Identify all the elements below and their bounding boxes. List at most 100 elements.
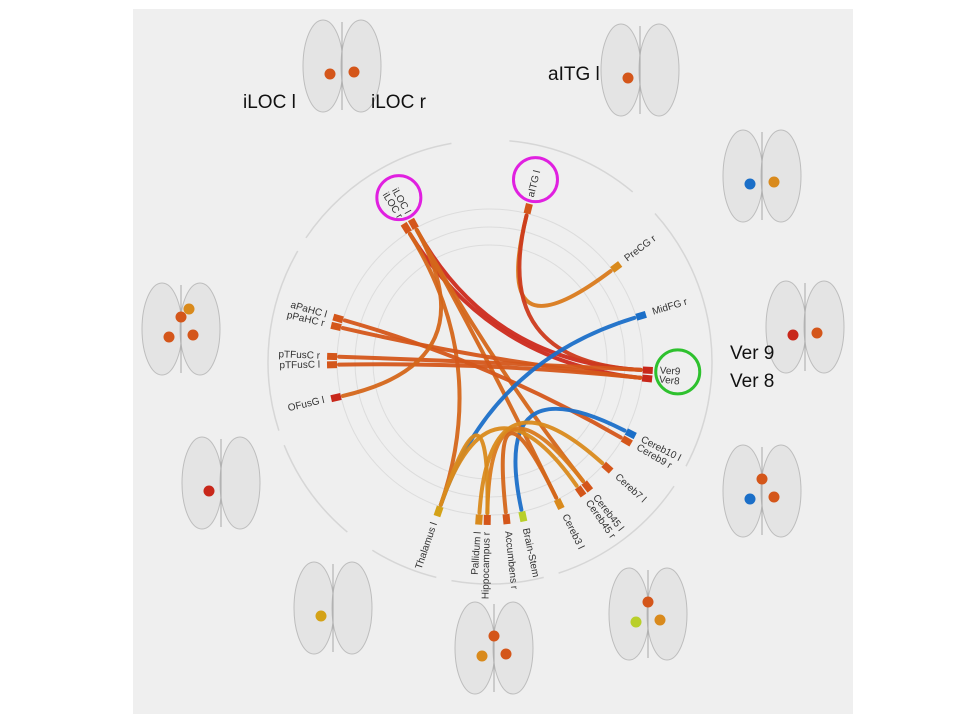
node-label-Thalamus_l: Thalamus l xyxy=(414,521,440,571)
brain-top-right-dot-1 xyxy=(622,72,634,84)
brain-bottom-dot-1 xyxy=(476,650,488,662)
node-iLOC_r xyxy=(400,221,412,235)
callout-ver9: Ver 9 xyxy=(730,343,775,364)
group-arc-4 xyxy=(558,485,675,574)
group-arc-5 xyxy=(451,576,544,585)
callout-aitg-l: aITG l xyxy=(548,64,600,85)
brain-left-1-dot-3 xyxy=(175,311,187,323)
node-Ver9 xyxy=(642,366,653,375)
node-MidFG_r xyxy=(635,310,647,321)
brain-top-dot-2 xyxy=(348,66,360,78)
link-12 xyxy=(340,227,444,398)
group-arc-6 xyxy=(371,549,437,579)
brain-bottom-right-dot-1 xyxy=(630,616,642,628)
node-Accumbens_r xyxy=(502,513,511,525)
brain-top-dot-1 xyxy=(324,68,336,80)
node-Cereb45_l xyxy=(581,480,594,493)
node-pPaHC_r xyxy=(330,321,342,331)
brain-right-3-right-hemisphere xyxy=(760,444,802,538)
brain-bottom-right-left-hemisphere xyxy=(608,567,650,661)
node-label-OFusG_l: OFusG l xyxy=(287,395,326,414)
node-label-MidFG_r: MidFG r xyxy=(651,296,689,317)
brain-left-2-left-hemisphere xyxy=(181,436,223,530)
node-aPaHC_l xyxy=(332,313,344,324)
node-label-Hippocampus_r: Hippocampus r xyxy=(481,531,493,599)
brain-right-1-left-hemisphere xyxy=(722,129,764,223)
node-label-aITG_l: aITG l xyxy=(526,169,543,198)
callout-iloc-l: iLOC l xyxy=(243,92,296,113)
brain-left-1-dot-2 xyxy=(187,329,199,341)
brain-bottom-dot-2 xyxy=(500,648,512,660)
callout-iloc-r: iLOC r xyxy=(371,92,426,113)
brain-bottom-left-right-hemisphere xyxy=(331,561,373,655)
guide-ring-3 xyxy=(336,208,644,516)
node-Cereb7_l xyxy=(601,461,614,474)
brain-left-2-dot-1 xyxy=(203,485,215,497)
node-Cereb3_l xyxy=(553,497,565,511)
brain-bottom-right-dot-3 xyxy=(642,596,654,608)
node-Brain_Stem xyxy=(518,510,528,523)
brain-right-3-left-hemisphere xyxy=(722,444,764,538)
node-label-Cereb7_l: Cereb7 l xyxy=(613,472,648,505)
node-label-Ver8: Ver8 xyxy=(658,374,680,387)
node-Thalamus_l xyxy=(433,505,444,518)
brain-bottom-right-dot-2 xyxy=(654,614,666,626)
link-10 xyxy=(337,354,643,372)
callout-ver8: Ver 8 xyxy=(730,371,775,392)
node-Cereb45_r xyxy=(574,485,587,498)
node-iLOC_l xyxy=(407,217,419,230)
node-label-Ver9: Ver9 xyxy=(659,366,681,378)
brain-right-1-dot-1 xyxy=(744,178,756,190)
node-label-PreCG_r: PreCG r xyxy=(623,233,659,264)
brain-left-1-dot-4 xyxy=(183,303,195,315)
node-label-pTFusC_l: pTFusC l xyxy=(279,360,320,372)
node-Pallidum_l xyxy=(475,514,483,525)
brain-top-right-hemisphere xyxy=(340,19,382,113)
brain-right-3-dot-3 xyxy=(756,473,768,485)
node-label-Pallidum_l: Pallidum l xyxy=(470,531,484,575)
guide-ring-2 xyxy=(354,226,626,498)
brain-top-right-left-hemisphere xyxy=(600,23,642,117)
brain-bottom-left-left-hemisphere xyxy=(293,561,335,655)
node-Cereb10_l xyxy=(624,428,637,440)
highlight-ver xyxy=(654,348,702,396)
brain-left-2-right-hemisphere xyxy=(219,436,261,530)
brain-left-1-dot-1 xyxy=(163,331,175,343)
brain-right-1-dot-2 xyxy=(768,176,780,188)
link-14 xyxy=(513,406,627,512)
node-label-Cereb3_l: Cereb3 l xyxy=(559,512,585,551)
brain-right-2-dot-1 xyxy=(787,329,799,341)
brain-bottom-left-hemisphere xyxy=(454,601,496,695)
link-19 xyxy=(438,433,490,515)
link-11 xyxy=(337,362,643,380)
group-arc-8 xyxy=(267,250,299,431)
brain-top-right-right-hemisphere xyxy=(638,23,680,117)
node-label-Brain_Stem: Brain-Stem xyxy=(520,527,541,578)
link-6 xyxy=(516,213,613,308)
brain-bottom-right-hemisphere xyxy=(492,601,534,695)
highlight-aitg xyxy=(511,156,559,204)
node-Ver8 xyxy=(641,374,653,383)
brain-left-1-right-hemisphere xyxy=(179,282,221,376)
group-arc-2 xyxy=(509,140,634,193)
link-18 xyxy=(500,431,559,515)
highlight-iloc xyxy=(375,174,423,222)
node-aITG_l xyxy=(523,202,533,215)
brain-right-1-right-hemisphere xyxy=(760,129,802,223)
node-label-Accumbens_r: Accumbens r xyxy=(502,531,519,591)
brain-bottom-dot-3 xyxy=(488,630,500,642)
group-arc-7 xyxy=(283,444,348,533)
brain-right-2-right-hemisphere xyxy=(803,280,845,374)
node-OFusG_l xyxy=(330,393,342,403)
brain-right-3-dot-1 xyxy=(744,493,756,505)
brain-bottom-right-right-hemisphere xyxy=(646,567,688,661)
group-arc-3 xyxy=(654,212,713,467)
link-7 xyxy=(517,213,643,372)
brain-top-left-hemisphere xyxy=(302,19,344,113)
link-16 xyxy=(485,426,585,515)
link-17 xyxy=(477,420,605,515)
brain-bottom-left-dot-1 xyxy=(315,610,327,622)
brain-left-1-left-hemisphere xyxy=(141,282,183,376)
node-PreCG_r xyxy=(610,261,623,273)
